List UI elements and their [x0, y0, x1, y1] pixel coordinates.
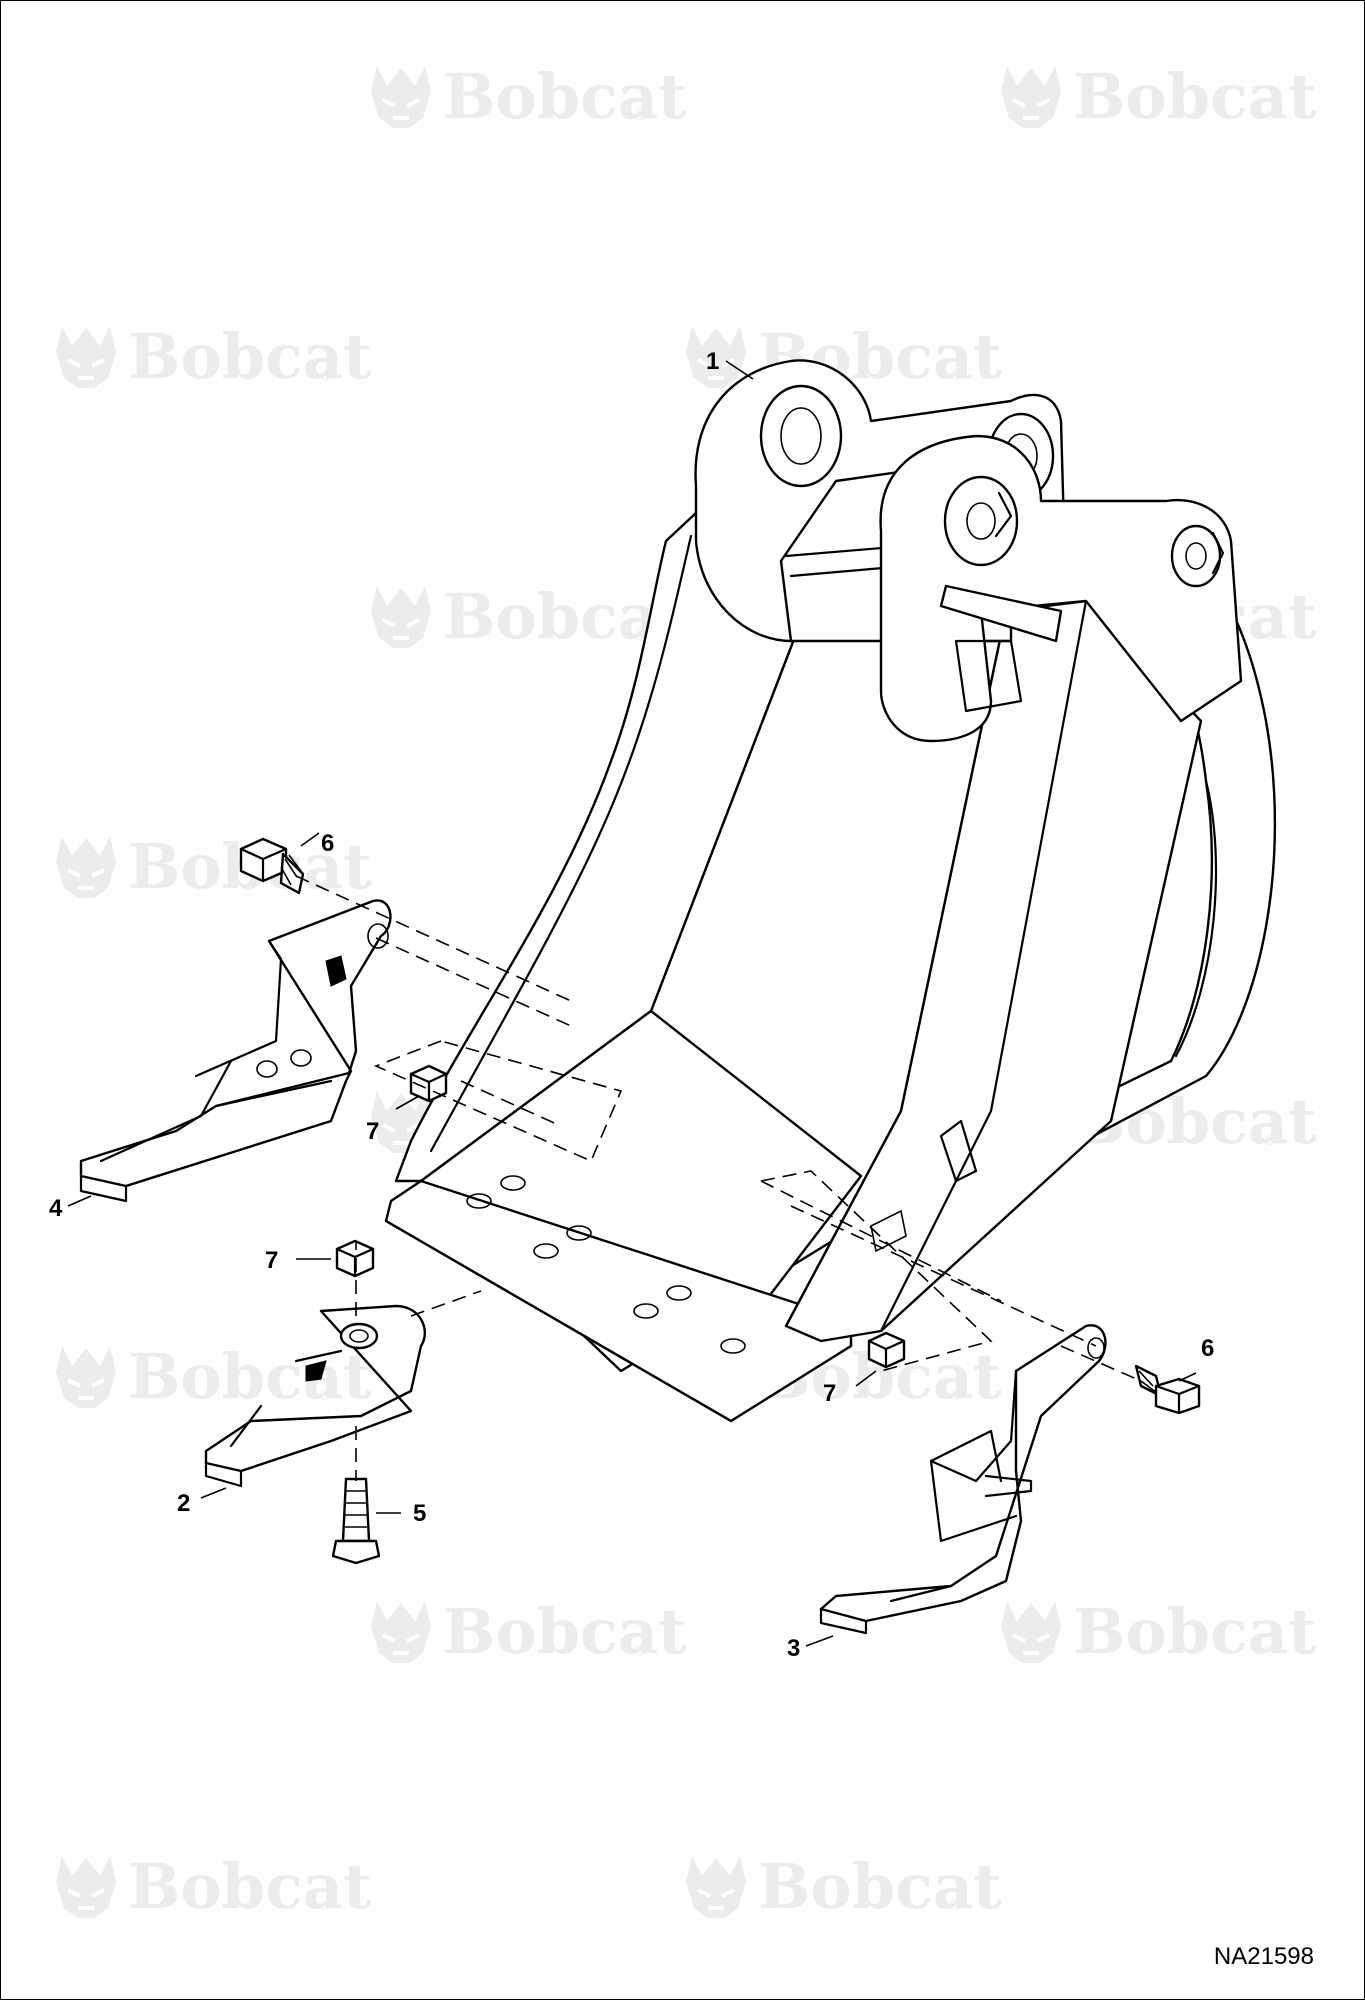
bobcat-watermark: Bobcat®: [369, 1595, 687, 1668]
bobcat-watermark: Bobcat®: [999, 1595, 1317, 1668]
watermark-brand-text: Bobcat: [128, 1340, 372, 1413]
watermark-registered-mark: ®: [948, 368, 962, 384]
watermark-registered-mark: ®: [318, 878, 332, 894]
watermark-brand-text: Bobcat: [1073, 60, 1317, 133]
callout-2: 2: [177, 1490, 190, 1517]
callout-3: 3: [787, 1635, 800, 1662]
nut-part-7-right: [867, 1331, 906, 1369]
bobcat-logo-icon: [999, 1599, 1063, 1665]
bobcat-logo-icon: [684, 1854, 748, 1920]
bobcat-logo-icon: [54, 1854, 118, 1920]
watermark-registered-mark: ®: [1263, 108, 1277, 124]
watermark-registered-mark: ®: [1263, 628, 1277, 644]
bobcat-watermark: Bobcat®: [369, 580, 687, 653]
side-tooth-part-4: [79, 899, 392, 1203]
watermark-registered-mark: ®: [1263, 1133, 1277, 1149]
watermark-registered-mark: ®: [633, 108, 647, 124]
watermark-registered-mark: ®: [633, 1643, 647, 1659]
callout-7-left: 7: [366, 1118, 379, 1145]
bobcat-watermark: Bobcat®: [54, 1340, 372, 1413]
callout-1: 1: [706, 348, 719, 375]
leader-lines: [67, 360, 1197, 1647]
watermark-registered-mark: ®: [318, 1898, 332, 1914]
tooth-part-2: [204, 1304, 426, 1488]
watermark-brand-text: Bobcat: [443, 1595, 687, 1668]
nut-part-7-left: [409, 1064, 448, 1103]
callout-labels: 1 2 3 4 5 6 6 7 7 7: [49, 348, 1214, 1662]
assembly-dashed-lines: [295, 875, 1142, 1481]
side-tooth-part-3: [819, 1324, 1107, 1635]
watermark-brand-text: Bobcat: [758, 1850, 1002, 1923]
bolt-part-6-left: [239, 837, 305, 895]
callout-6-left: 6: [321, 830, 334, 857]
watermark-registered-mark: ®: [318, 368, 332, 384]
watermark-brand-text: Bobcat: [128, 1850, 372, 1923]
bobcat-watermark: Bobcat®: [54, 1850, 372, 1923]
callout-6-right: 6: [1201, 1335, 1214, 1362]
drawing-number: NA21598: [1213, 1943, 1314, 1970]
callout-7-center: 7: [265, 1247, 278, 1274]
bobcat-logo-icon: [54, 324, 118, 390]
bolt-part-6-right: [1134, 1364, 1201, 1415]
bobcat-logo-icon: [369, 64, 433, 130]
bobcat-logo-icon: [54, 1344, 118, 1410]
watermark-brand-text: Bobcat: [1073, 1595, 1317, 1668]
bobcat-logo-icon: [999, 64, 1063, 130]
bobcat-watermark: Bobcat®: [54, 320, 372, 393]
bobcat-watermark: Bobcat®: [999, 60, 1317, 133]
watermark-registered-mark: ®: [633, 628, 647, 644]
nut-part-7-center: [335, 1239, 375, 1278]
bobcat-watermark: Bobcat®: [684, 1850, 1002, 1923]
bucket-part-1: [384, 359, 1277, 1423]
callout-4: 4: [49, 1195, 63, 1222]
callout-5: 5: [413, 1500, 426, 1527]
callout-7-right: 7: [823, 1380, 836, 1407]
watermark-registered-mark: ®: [318, 1388, 332, 1404]
watermark-registered-mark: ®: [1263, 1643, 1277, 1659]
watermark-brand-text: Bobcat: [128, 320, 372, 393]
watermark-brand-text: Bobcat: [443, 60, 687, 133]
watermark-registered-mark: ®: [948, 1898, 962, 1914]
bobcat-logo-icon: [369, 1599, 433, 1665]
bobcat-logo-icon: [369, 584, 433, 650]
bobcat-logo-icon: [54, 834, 118, 900]
bobcat-watermark: Bobcat®: [369, 60, 687, 133]
watermark-registered-mark: ®: [948, 1388, 962, 1404]
pin-part-5: [331, 1477, 381, 1565]
